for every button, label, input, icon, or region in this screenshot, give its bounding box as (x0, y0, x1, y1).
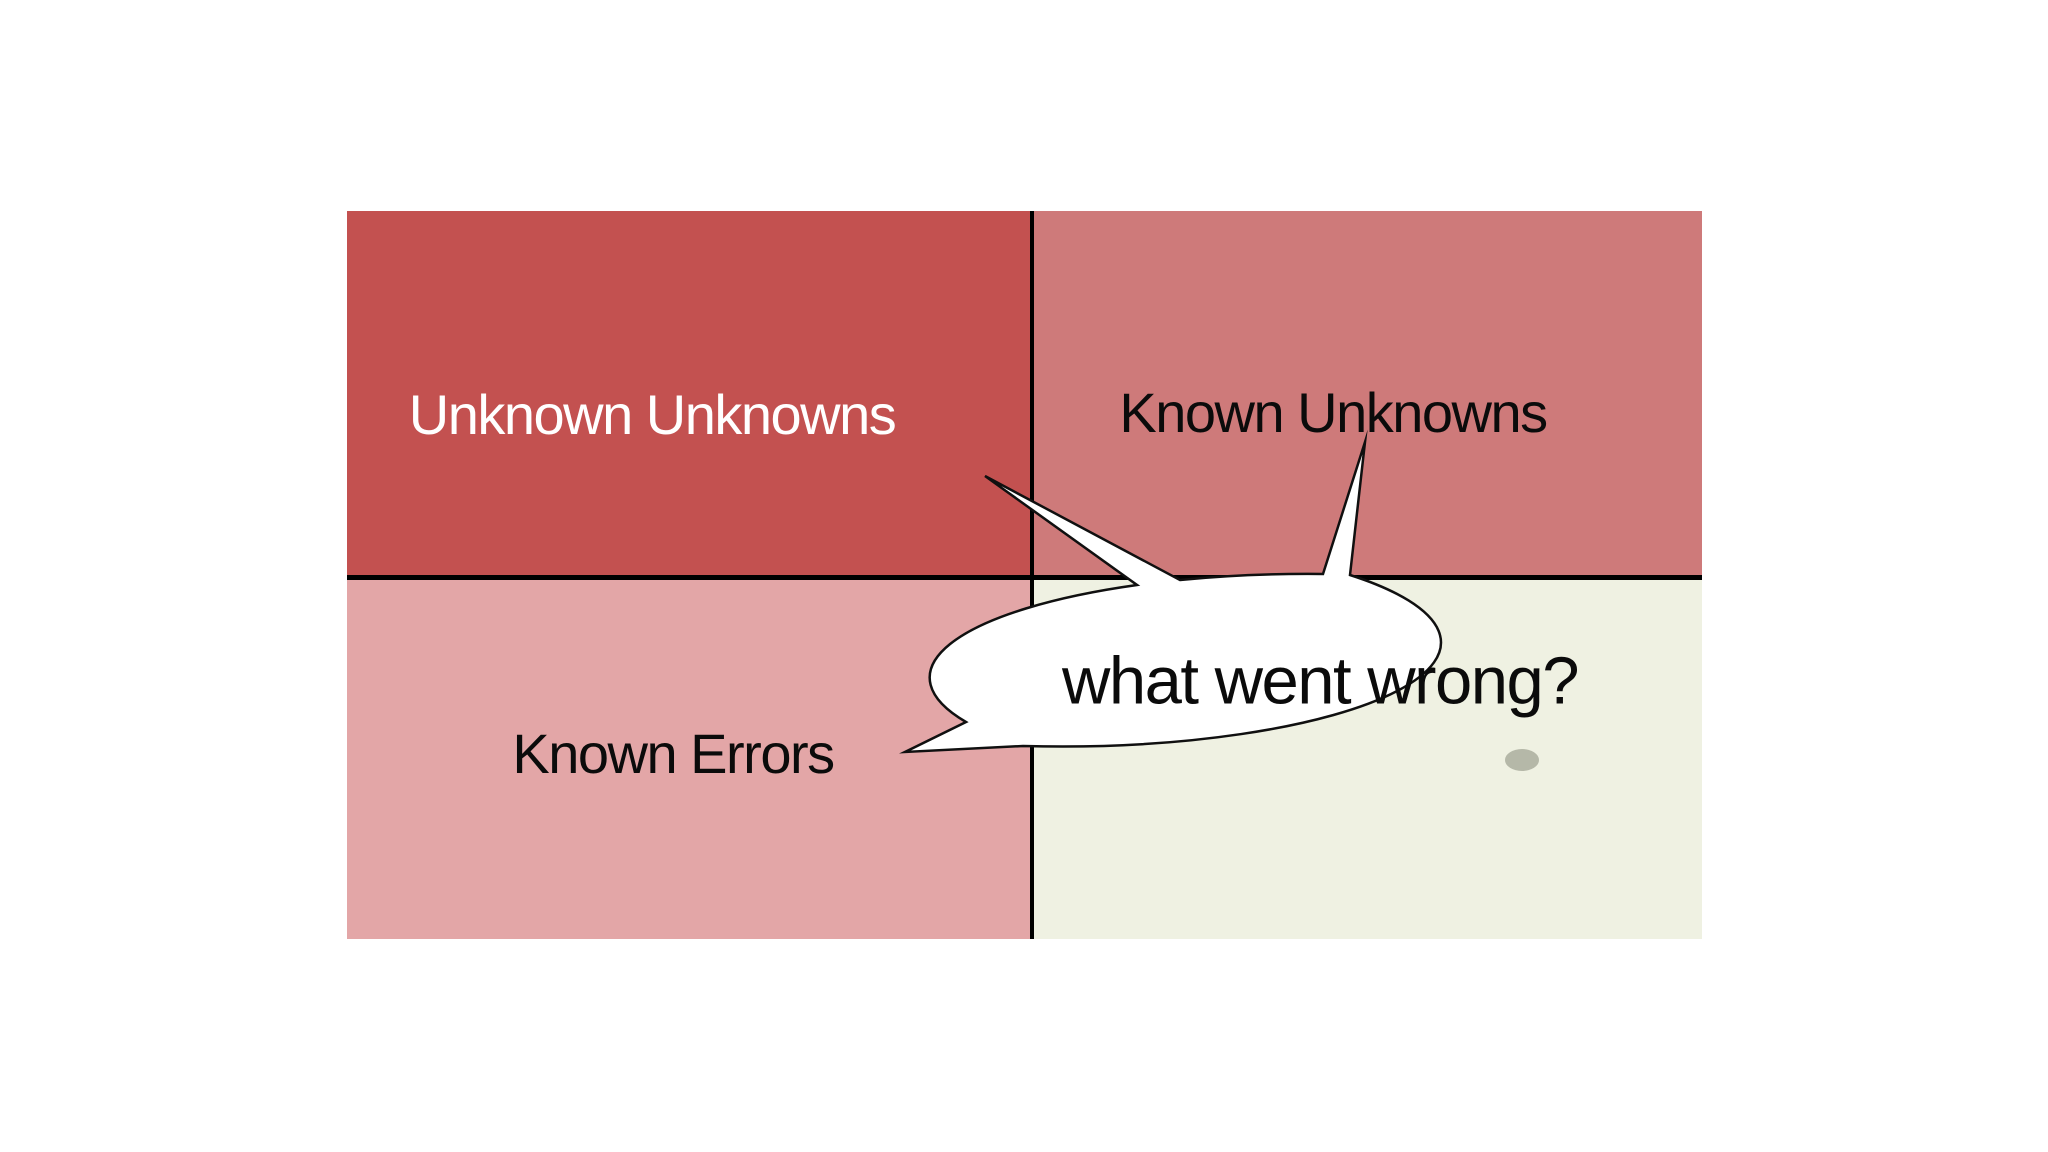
hidden-text-artifact (1505, 749, 1539, 771)
quadrant-known-errors (347, 577, 1032, 939)
quadrant-known-unknowns (1032, 211, 1702, 577)
quadrant-unknown-unknowns (347, 211, 1032, 577)
speech-bubble-text: what went wrong? (1061, 643, 1580, 719)
quadrant-label-unknown-unknowns: Unknown Unknowns (408, 383, 897, 446)
quadrant-label-known-errors: Known Errors (512, 722, 835, 785)
speech-bubble-shape (899, 429, 1443, 754)
quadrant-label-known-unknowns: Known Unknowns (1119, 381, 1548, 444)
horizontal-divider-line (347, 575, 1702, 580)
